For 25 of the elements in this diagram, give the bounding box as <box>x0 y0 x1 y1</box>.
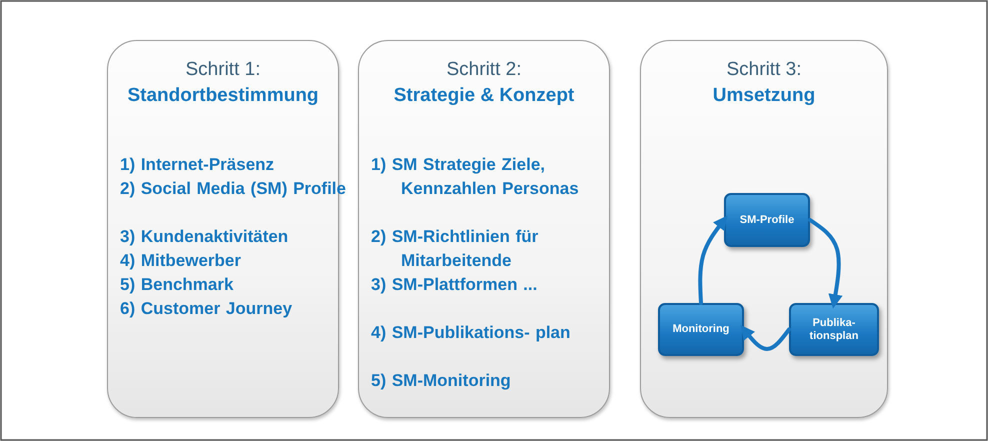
list-item: 3) Kundenaktivitäten <box>120 226 290 248</box>
list-item: 1) Internet-Präsenz <box>120 154 276 176</box>
step-label: Schritt 2: <box>446 59 522 81</box>
step-panel <box>358 40 610 418</box>
list-item: 2) SM-Richtlinien für Mitarbeitende <box>371 226 540 272</box>
list-item: 2) Social Media (SM) Profile <box>120 178 347 200</box>
step-title: Standortbestimmung <box>126 85 320 107</box>
list-item: 5) SM-Monitoring <box>371 370 512 392</box>
curved-arrow <box>698 215 728 305</box>
process-box: SM-Profile <box>724 193 810 247</box>
list-item: 5) Benchmark <box>120 274 234 296</box>
list-item: 1) SM Strategie Ziele, Kennzahlen Personas <box>371 154 580 200</box>
process-box: Publika- tionsplan <box>789 303 879 356</box>
curved-arrow <box>808 218 843 309</box>
step-title: Umsetzung <box>712 85 816 107</box>
step-label: Schritt 3: <box>726 59 802 81</box>
step-title: Strategie & Konzept <box>392 85 576 107</box>
list-item: 6) Customer Journey <box>120 298 294 320</box>
list-item: 4) SM-Publikations- plan <box>371 322 572 344</box>
curved-arrow <box>740 325 791 351</box>
list-item: 3) SM-Plattformen ... <box>371 274 538 296</box>
process-box: Monitoring <box>658 303 744 356</box>
list-item: 4) Mitbewerber <box>120 250 242 272</box>
step-label: Schritt 1: <box>184 59 262 81</box>
step-panel <box>640 40 888 418</box>
